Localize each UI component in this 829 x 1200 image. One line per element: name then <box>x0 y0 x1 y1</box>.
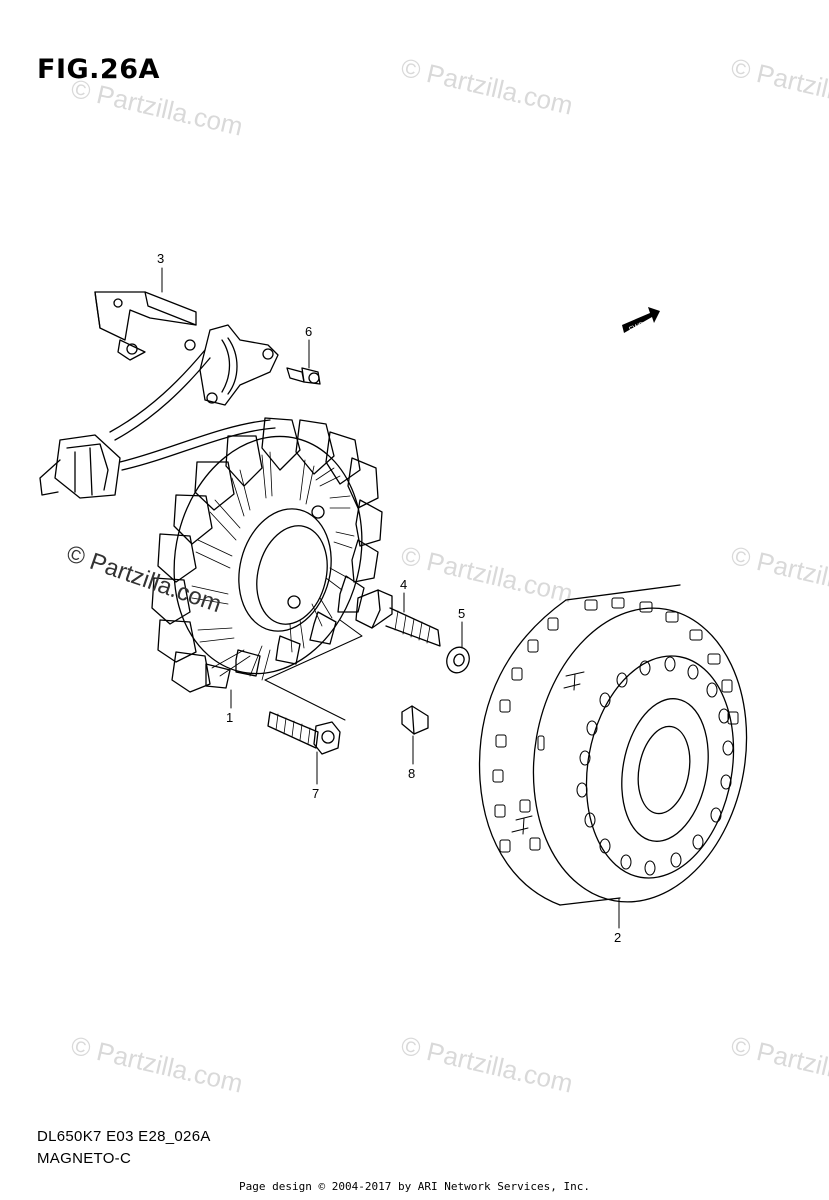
rotor-holes <box>576 656 734 876</box>
pickup-sensor <box>199 324 279 406</box>
model-code: DL650K7 E03 E28_026A <box>37 1128 211 1145</box>
fwd-arrow-icon: FWD <box>622 307 660 334</box>
rotor-markings <box>511 671 585 835</box>
leader-lines <box>161 267 620 929</box>
rotor-part-2 <box>478 584 748 906</box>
callout-6: 6 <box>305 324 312 339</box>
washer-part-5 <box>446 646 470 674</box>
bracket-part-3 <box>94 291 197 361</box>
stator-poles <box>151 417 383 693</box>
bolt-part-6 <box>286 367 321 385</box>
bolt-part-4 <box>355 589 441 647</box>
callout-5: 5 <box>458 606 465 621</box>
figure-title: FIG.26A <box>37 54 160 85</box>
stator-part-1 <box>151 417 383 721</box>
wire-harness <box>109 349 276 471</box>
footer-copyright: Page design © 2004-2017 by ARI Network S… <box>239 1180 590 1193</box>
callout-1: 1 <box>226 710 233 725</box>
callout-3: 3 <box>157 251 164 266</box>
section-name: MAGNETO-C <box>37 1150 132 1167</box>
key-part-8 <box>401 705 429 735</box>
callout-7: 7 <box>312 786 319 801</box>
callout-2: 2 <box>614 930 621 945</box>
rotor-windows <box>492 597 739 853</box>
callout-4: 4 <box>400 577 407 592</box>
callout-8: 8 <box>408 766 415 781</box>
connector-coupler <box>39 434 121 499</box>
stator-windings <box>191 451 355 681</box>
bolt-part-7 <box>267 711 341 755</box>
